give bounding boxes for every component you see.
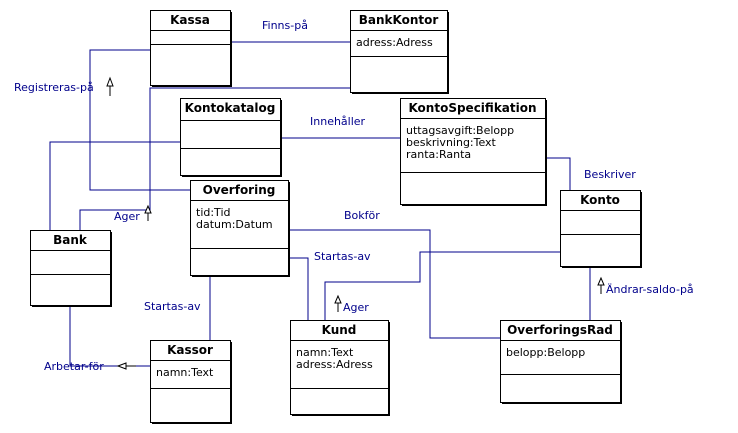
class-name: Kassa xyxy=(170,13,210,27)
line-innehaller xyxy=(49,141,180,230)
class-name: Kund xyxy=(322,323,357,337)
class-kontokatalog[interactable]: Kontokatalog xyxy=(180,98,282,178)
class-box xyxy=(30,230,111,306)
class-attribute: ranta:Ranta xyxy=(406,148,471,161)
association-labels: Finns-på Registreras-på Innehåller Beskr… xyxy=(14,19,694,373)
class-name: Kontokatalog xyxy=(185,101,276,115)
line-registreras-pa xyxy=(89,49,190,191)
arrow-up-icon xyxy=(334,294,342,304)
class-attribute: uttagsavgift:Belopp xyxy=(406,124,514,137)
label-innehaller: Innehåller xyxy=(310,115,366,128)
label-startas-av-kassor: Startas-av xyxy=(144,300,201,313)
class-attribute: beskrivning:Text xyxy=(406,136,497,149)
class-box xyxy=(500,320,621,403)
direction-arrows xyxy=(106,76,605,370)
class-box xyxy=(180,98,281,176)
class-attribute: adress:Adress xyxy=(356,36,433,49)
line-bokfor xyxy=(288,229,500,339)
class-attribute: adress:Adress xyxy=(296,358,373,371)
class-kassor[interactable]: Kassor namn:Text xyxy=(150,340,232,425)
class-name: Overforing xyxy=(203,183,276,197)
label-startas-av-kund: Startas-av xyxy=(314,250,371,263)
class-box xyxy=(150,10,231,86)
class-box xyxy=(350,10,448,93)
label-ager-bank: Ager xyxy=(114,210,140,223)
class-bankkontor[interactable]: BankKontor adress:Adress xyxy=(350,10,449,95)
label-registreras-pa: Registreras-på xyxy=(14,81,94,94)
class-overforingsrad[interactable]: OverforingsRad belopp:Belopp xyxy=(500,320,622,405)
line-arbetar-for xyxy=(69,305,150,367)
line-beskriver xyxy=(545,157,571,190)
label-finns-pa: Finns-på xyxy=(262,19,308,32)
class-box xyxy=(190,180,289,276)
arrow-up-icon xyxy=(106,76,114,87)
class-kontospecifikation[interactable]: KontoSpecifikation uttagsavgift:Beloppbes… xyxy=(400,98,547,207)
class-box xyxy=(150,340,231,423)
class-name: Bank xyxy=(53,233,88,247)
class-name: BankKontor xyxy=(359,13,439,27)
class-attribute: namn:Text xyxy=(156,366,214,379)
label-arbetar-for: Arbetar-för xyxy=(44,360,104,373)
class-attribute: belopp:Belopp xyxy=(506,346,585,359)
label-beskriver: Beskriver xyxy=(584,168,636,181)
class-attribute: namn:Text xyxy=(296,346,354,359)
class-attribute: datum:Datum xyxy=(196,218,273,231)
class-name: KontoSpecifikation xyxy=(408,101,536,115)
class-name: Kassor xyxy=(167,343,213,357)
class-name: Konto xyxy=(580,193,620,207)
label-bokfor: Bokför xyxy=(344,209,380,222)
class-attribute: tid:Tid xyxy=(196,206,230,219)
label-andrar-saldo-pa: Ändrar-saldo-på xyxy=(606,283,694,296)
line-ager-kund xyxy=(324,251,560,320)
class-box xyxy=(290,320,389,415)
class-box xyxy=(560,190,641,267)
class-bank[interactable]: Bank xyxy=(30,230,112,308)
class-kassa[interactable]: Kassa xyxy=(150,10,232,88)
class-name: OverforingsRad xyxy=(507,323,613,337)
arrow-up-icon xyxy=(597,276,605,286)
class-konto[interactable]: Konto xyxy=(560,190,642,269)
class-box xyxy=(400,98,546,205)
label-ager-kund: Ager xyxy=(343,301,369,314)
line-startas-av-kund xyxy=(288,257,309,320)
arrow-left-icon xyxy=(116,362,127,370)
